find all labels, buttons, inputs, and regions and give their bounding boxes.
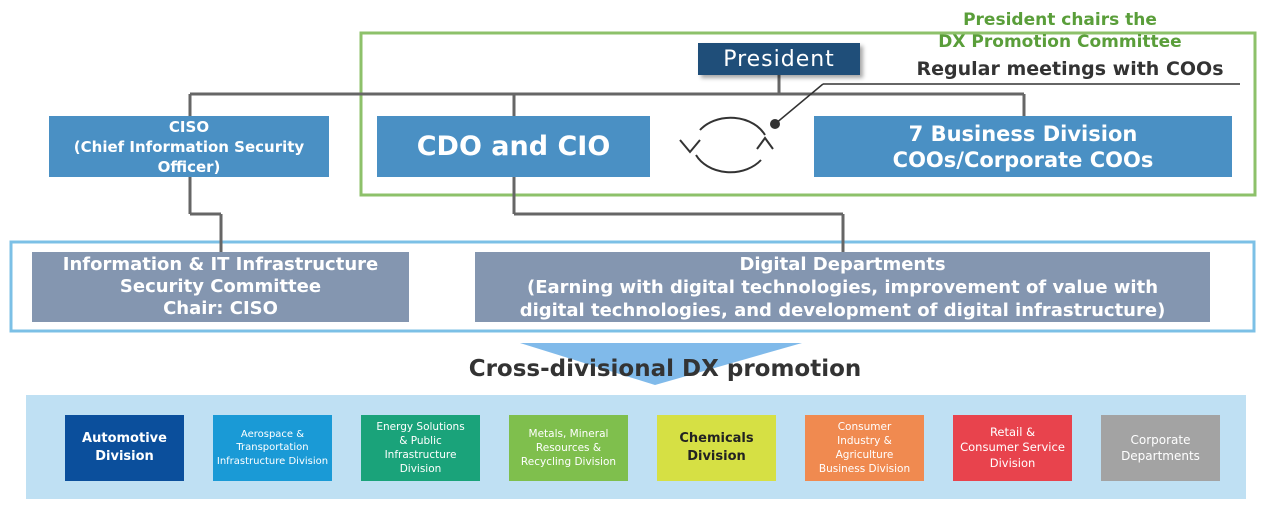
dx-promotion-title: Cross-divisional DX promotion (468, 356, 862, 382)
president-box: President (698, 43, 860, 75)
regular-meetings-note: Regular meetings with COOs (916, 58, 1224, 80)
digital-area-frame (9, 240, 1256, 333)
callout-dot (770, 119, 780, 129)
division-box: Retail & Consumer Service Division (953, 415, 1072, 481)
coos-box: 7 Business Division COOs/Corporate COOs (814, 116, 1232, 177)
security-committee-box: Information & IT Infrastructure Security… (32, 252, 409, 322)
division-box: Energy Solutions & Public Infrastructure… (361, 415, 480, 481)
cycle-arrows-icon (679, 116, 774, 174)
cdo-cio-box: CDO and CIO (377, 116, 650, 177)
callout-line (774, 83, 824, 125)
division-box: Metals, Mineral Resources & Recycling Di… (509, 415, 628, 481)
division-box: Automotive Division (65, 415, 184, 481)
division-box: Aerospace & Transportation Infrastructur… (213, 415, 332, 481)
org-tree-lines (188, 75, 1026, 252)
dx-committee-frame (359, 31, 1257, 197)
division-box: Corporate Departments (1101, 415, 1220, 481)
digital-departments-box: Digital Departments (Earning with digita… (475, 252, 1210, 322)
committee-note: President chairs the DX Promotion Commit… (938, 10, 1182, 52)
division-box: Chemicals Division (657, 415, 776, 481)
down-arrow (520, 343, 802, 385)
ciso-box: CISO (Chief Information Security Officer… (49, 116, 329, 177)
division-box: Consumer Industry & Agriculture Business… (805, 415, 924, 481)
